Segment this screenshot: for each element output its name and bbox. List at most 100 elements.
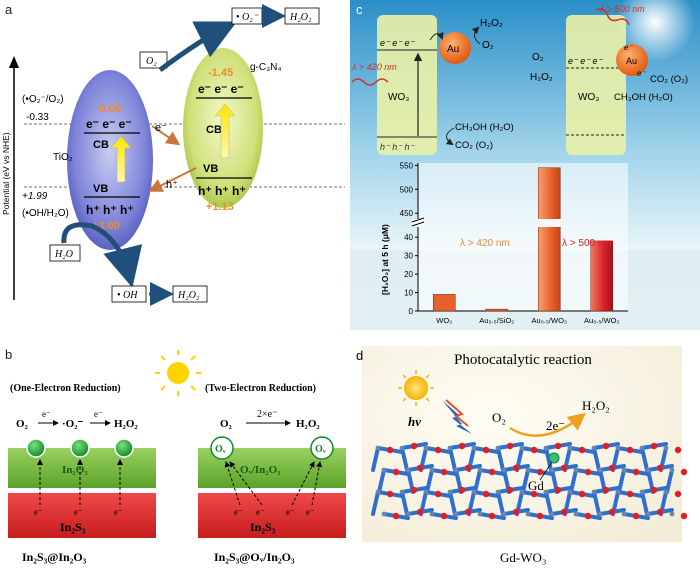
electron-transfer-label: e⁻ — [155, 122, 167, 134]
panel-c-figure: c e⁻ e⁻ e⁻ h⁻ h⁻ h⁻ WO₃ λ > 420 nm Au H₂… — [350, 0, 700, 330]
left-active-site-2 — [70, 438, 90, 458]
oxygen-atom — [506, 442, 514, 450]
left-in2s3-layer — [8, 493, 156, 538]
oxygen-atom — [440, 468, 448, 476]
au-right-electron-bottom: e⁻ — [637, 69, 646, 78]
o2-couple: (•O₂⁻/O₂) — [22, 94, 64, 105]
w-atom — [591, 445, 597, 451]
panel-d-figure: d Photocatalytic reaction hv O₂ 2e⁻ H₂O₂… — [356, 346, 688, 565]
gd-label: Gd — [528, 478, 544, 493]
right-ov-in2o3-label: Oᵥ/In₂O₃ — [240, 464, 281, 476]
au-right-label: Au — [626, 56, 637, 66]
left-eq-radical: ·O₂⁻ — [62, 418, 84, 430]
gd-wo3-name: Gd-WO₃ — [500, 550, 546, 565]
oxygen-atom — [392, 468, 400, 476]
w-atom — [525, 511, 531, 517]
w-atom — [639, 445, 645, 451]
w-atom — [381, 467, 387, 473]
oxygen-atom — [530, 446, 538, 454]
oxygen-atom — [440, 512, 448, 520]
co2-left-label: CO₂ (O₂) — [455, 140, 493, 151]
oxygen-atom — [680, 468, 688, 476]
w-atom — [501, 467, 507, 473]
w-atom — [621, 467, 627, 473]
oh-box — [111, 285, 147, 303]
wo3-holes-left: h⁻ h⁻ h⁻ — [380, 142, 416, 152]
w-atom — [573, 467, 579, 473]
oxygen-atom — [410, 486, 418, 494]
oxygen-atom — [632, 512, 640, 520]
y-tick-label: 0 — [409, 307, 414, 316]
right-eq-o2: O₂ — [220, 418, 233, 430]
w-atom — [375, 489, 381, 495]
oxygen-atom — [536, 512, 544, 520]
hole-transfer-arrow — [148, 167, 197, 192]
w-atom — [591, 489, 597, 495]
wo3-lattice — [371, 442, 688, 520]
bar-break — [537, 219, 562, 227]
oh-potential: +1.99 — [22, 191, 48, 202]
w-atom — [477, 511, 483, 517]
oxygen-atom — [626, 490, 634, 498]
h2o2-box-bottom-text: H₂O₂ — [177, 290, 200, 301]
right-ov-site-2 — [310, 436, 334, 460]
oxygen-atom — [560, 464, 568, 472]
axis-break — [412, 219, 424, 227]
y-tick-label: 20 — [404, 270, 413, 279]
right-electron-3: e⁻ — [286, 507, 295, 517]
x-tick-label: WO₃ — [436, 316, 452, 325]
w-atom — [399, 489, 405, 495]
y-tick-label: 30 — [404, 252, 413, 261]
left-electron-1: e⁻ — [34, 507, 43, 517]
o2-reduction-arrow — [158, 21, 237, 73]
oxygen-atom — [578, 446, 586, 454]
lightning-icon — [442, 400, 472, 434]
panel-b-label: b — [5, 347, 13, 362]
right-electron-1: e⁻ — [234, 507, 243, 517]
co2-right-label: CO₂ (O₂) — [650, 74, 688, 85]
w-atom — [423, 489, 429, 495]
au-left-label: Au — [447, 44, 459, 55]
panel-d-title: Photocatalytic reaction — [454, 352, 592, 368]
w-atom — [453, 511, 459, 517]
oxygen-atom — [434, 490, 442, 498]
right-electron-2: e⁻ — [256, 507, 265, 517]
right-eq-2e: 2×e⁻ — [257, 409, 277, 420]
left-eq-o2: O₂ — [16, 418, 29, 430]
gc3n4-vb-label: VB — [203, 163, 218, 175]
oxygen-atom — [416, 464, 424, 472]
oxygen-atom — [680, 512, 688, 520]
w-atom — [405, 511, 411, 517]
oxygen-atom — [656, 464, 664, 472]
w-atom — [447, 489, 453, 495]
tio2-cb-label: CB — [93, 139, 109, 151]
panel-c: c e⁻ e⁻ e⁻ h⁻ h⁻ h⁻ WO₃ λ > 420 nm Au H₂… — [350, 0, 700, 330]
gc3n4-cb-label: CB — [206, 124, 222, 136]
oxygen-atom — [464, 508, 472, 516]
w-atom — [405, 467, 411, 473]
right-material-name: In₂S₃@Oᵥ/In₂O₃ — [214, 550, 295, 564]
w-atom — [645, 467, 651, 473]
w-atom — [645, 511, 651, 517]
panel-b: b (One-Electron Reduction) (Two — [0, 345, 350, 576]
h2o2-d-label: H₂O₂ — [582, 398, 610, 413]
h2o2-right-label: H₂O₂ — [530, 72, 553, 83]
gc3n4-name: g-C₃N₄ — [250, 62, 282, 73]
oxygen-atom — [632, 468, 640, 476]
gc3n4-electrons: e⁻ e⁻ e⁻ — [198, 82, 244, 96]
wo3-left-label: WO₃ — [388, 92, 409, 103]
w-atom — [429, 467, 435, 473]
right-ov-label-1: Oᵥ — [215, 444, 226, 455]
oxygen-atom — [392, 512, 400, 520]
au-particle-left — [439, 32, 471, 64]
chart-annotation-420: λ > 420 nm — [460, 238, 510, 249]
w-atom — [597, 511, 603, 517]
w-atom — [615, 489, 621, 495]
oxygen-atom — [536, 468, 544, 476]
panel-d: d Photocatalytic reaction hv O₂ 2e⁻ H₂O₂… — [350, 330, 700, 576]
oxygen-atom — [674, 490, 682, 498]
h2o-oxidation-arrow — [61, 222, 143, 288]
right-eq-h2o2: H₂O₂ — [296, 418, 320, 430]
oxygen-atom — [584, 468, 592, 476]
reaction-arrow — [509, 412, 586, 437]
